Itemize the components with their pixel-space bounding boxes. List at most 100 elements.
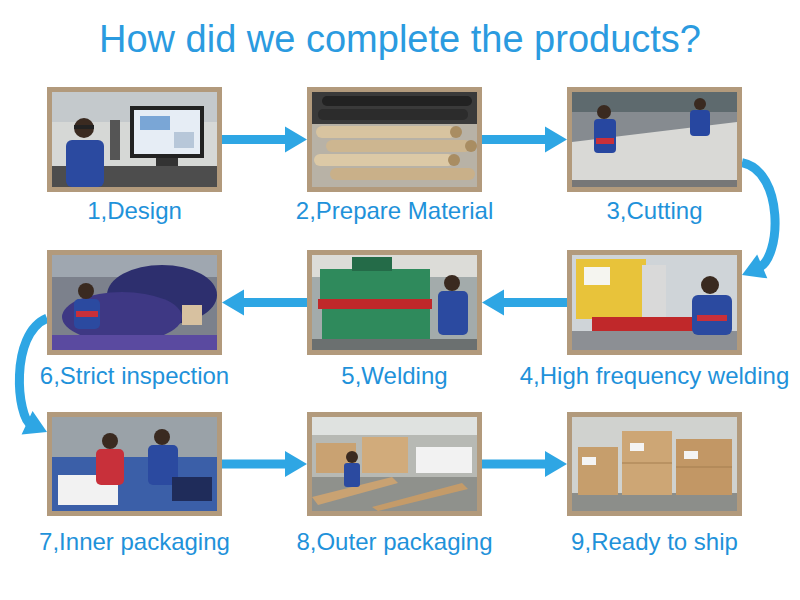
- photo-shape: [572, 417, 737, 511]
- photo-shape: [316, 126, 456, 138]
- photo-shape: [52, 335, 217, 350]
- photo-shape: [596, 138, 614, 144]
- photo-shape: [78, 283, 94, 299]
- photo-shape: [312, 92, 477, 124]
- photo-shape: [465, 140, 477, 152]
- photo-shape: [697, 315, 727, 321]
- photo-shape: [572, 493, 737, 511]
- arrow-head: [742, 254, 767, 278]
- photo-shape: [312, 339, 477, 350]
- hf-welding-photo: [572, 255, 737, 350]
- photo-frame: 2,Prepare Material: [307, 87, 482, 192]
- photo-shape: [312, 477, 477, 511]
- arrow-shaft: [240, 298, 307, 307]
- photo-shape: [322, 309, 430, 339]
- photo-shape: [130, 106, 204, 158]
- photo-shape: [174, 132, 194, 148]
- step-caption: 1,Design: [87, 198, 182, 224]
- photo-shape: [676, 439, 732, 495]
- photo-frame: 6,Strict inspection: [47, 250, 222, 355]
- photo-shape: [172, 477, 212, 501]
- photo-shape: [448, 154, 460, 166]
- photo-shape: [140, 116, 170, 130]
- photo-shape: [52, 255, 217, 350]
- step-caption: 5,Welding: [341, 363, 447, 389]
- photo-frame: 5,Welding: [307, 250, 482, 355]
- arrow-head: [285, 127, 307, 153]
- photo-shape: [594, 119, 616, 153]
- arrow-head: [285, 451, 307, 477]
- photo-shape: [320, 269, 430, 299]
- photo-shape: [102, 433, 118, 449]
- photo-frame: 3,Cutting: [567, 87, 742, 192]
- photo-shape: [312, 255, 477, 350]
- photo-shape: [52, 92, 217, 187]
- photo-shape: [572, 255, 737, 350]
- photo-shape: [96, 449, 124, 485]
- arrow-head: [222, 290, 244, 316]
- flow-arrow: [482, 290, 567, 316]
- photo-shape: [416, 447, 472, 473]
- photo-shape: [344, 463, 360, 487]
- photo-shape: [694, 98, 706, 110]
- ready-photo: [572, 417, 737, 511]
- photo-shape: [154, 429, 170, 445]
- arrow-shaft: [222, 135, 289, 144]
- step-caption: 3,Cutting: [606, 198, 702, 224]
- photo-shape: [134, 110, 200, 154]
- photo-shape: [582, 457, 596, 465]
- photo-shape: [450, 126, 462, 138]
- photo-shape: [701, 276, 719, 294]
- step-caption: 4,High frequency welding: [520, 363, 790, 389]
- photo-shape: [576, 259, 646, 319]
- photo-shape: [684, 451, 698, 459]
- arrow-shaft: [500, 298, 567, 307]
- photo-shape: [182, 305, 202, 325]
- material-photo: [312, 92, 477, 187]
- arrow-shaft: [482, 460, 549, 469]
- flow-arrow: [222, 127, 307, 153]
- arrow-shaft: [482, 135, 549, 144]
- photo-shape: [622, 431, 672, 495]
- photo-shape: [362, 437, 408, 473]
- photo-shape: [326, 140, 471, 152]
- step-caption: 7,Inner packaging: [39, 529, 230, 555]
- arrow-head: [545, 451, 567, 477]
- photo-shape: [630, 443, 644, 451]
- photo-frame: 9,Ready to ship: [567, 412, 742, 516]
- photo-shape: [597, 105, 611, 119]
- photo-shape: [62, 292, 182, 342]
- flow-arrow: [482, 451, 567, 477]
- photo-shape: [314, 154, 454, 166]
- photo-frame: 1,Design: [47, 87, 222, 192]
- photo-shape: [572, 180, 737, 187]
- photo-shape: [312, 417, 477, 435]
- photo-shape: [346, 451, 358, 463]
- photo-shape: [692, 295, 732, 335]
- photo-shape: [156, 158, 178, 166]
- inner-packaging-photo: [52, 417, 217, 511]
- photo-shape: [352, 257, 392, 271]
- photo-shape: [572, 92, 737, 112]
- arrow-head: [545, 127, 567, 153]
- photo-shape: [578, 447, 618, 495]
- flow-arrow: [482, 127, 567, 153]
- photo-shape: [372, 483, 468, 511]
- photo-shape: [444, 275, 460, 291]
- cutting-photo: [572, 92, 737, 187]
- arrow-shaft: [222, 460, 289, 469]
- photo-shape: [642, 265, 666, 320]
- step-caption: 9,Ready to ship: [571, 529, 738, 555]
- arrow-head: [482, 290, 504, 316]
- photo-shape: [312, 92, 477, 187]
- photo-shape: [676, 467, 732, 468]
- photo-shape: [622, 463, 672, 464]
- photo-shape: [66, 140, 104, 187]
- photo-shape: [318, 109, 468, 120]
- welding-photo: [312, 255, 477, 350]
- photo-shape: [312, 417, 477, 511]
- photo-frame: 8,Outer packaging: [307, 412, 482, 516]
- photo-shape: [330, 168, 475, 180]
- step-caption: 8,Outer packaging: [296, 529, 492, 555]
